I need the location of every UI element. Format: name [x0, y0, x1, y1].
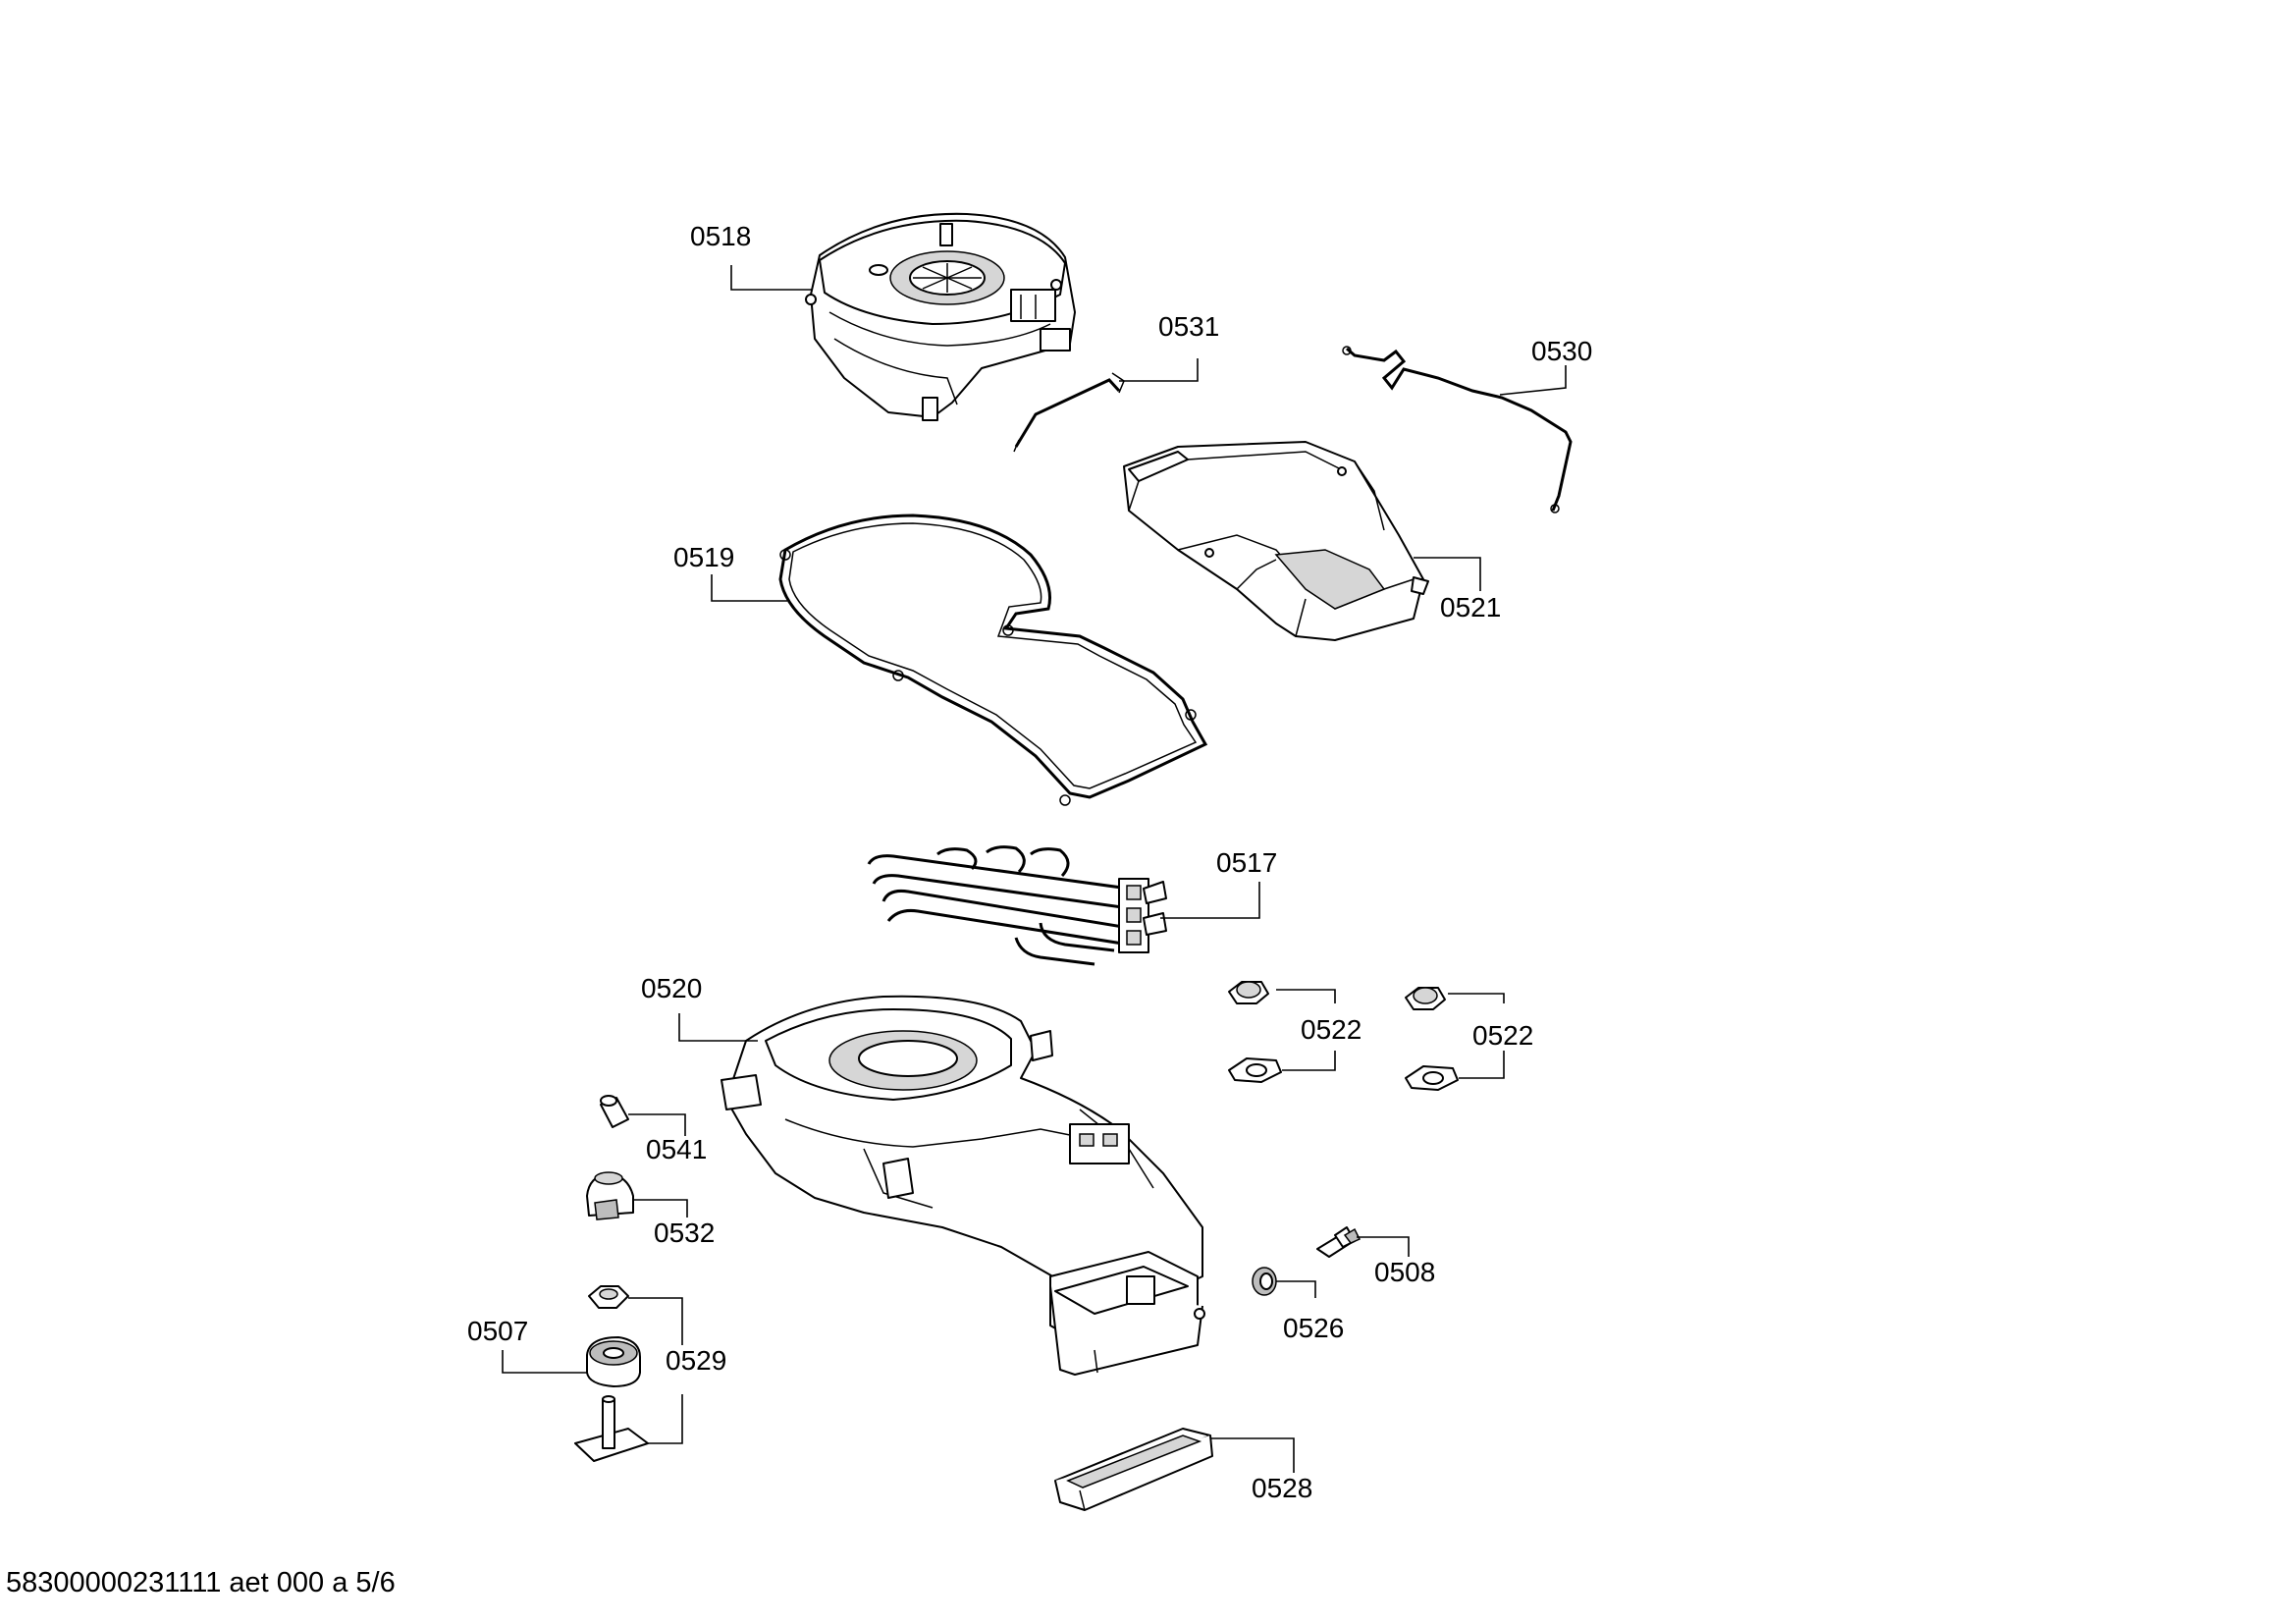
label-0528: 0528 — [1252, 1473, 1312, 1503]
part-0526-grommet — [1252, 1267, 1277, 1296]
label-0507: 0507 — [467, 1316, 528, 1346]
label-0521: 0521 — [1440, 592, 1501, 623]
leader-lines — [502, 265, 1567, 1473]
part-0519-gasket — [778, 514, 1208, 806]
part-0507-bearing — [586, 1336, 641, 1387]
part-0541-sleeve — [600, 1095, 629, 1128]
part-0529-fastener-set — [574, 1285, 649, 1462]
part-0522-thermostat-left — [1228, 981, 1282, 1083]
label-0508: 0508 — [1374, 1257, 1435, 1287]
label-0530: 0530 — [1531, 336, 1592, 366]
label-0531: 0531 — [1158, 311, 1219, 342]
part-0518-fan-housing — [805, 212, 1076, 421]
part-0531-wire-bracket — [1013, 372, 1125, 453]
label-0526: 0526 — [1283, 1313, 1344, 1343]
part-0530-wire — [1342, 346, 1573, 514]
label-0532: 0532 — [654, 1218, 715, 1248]
document-footer-code: 58300000231111 aet 000 a 5/6 — [6, 1567, 396, 1598]
label-0518: 0518 — [690, 221, 751, 251]
label-0529: 0529 — [666, 1345, 726, 1376]
part-0532-cap — [586, 1171, 634, 1220]
label-0517: 0517 — [1216, 847, 1277, 878]
part-0508-sensor — [1316, 1226, 1362, 1258]
label-0541: 0541 — [646, 1134, 707, 1164]
label-0522-left: 0522 — [1301, 1014, 1362, 1045]
label-0522-right: 0522 — [1472, 1020, 1533, 1051]
part-labels: 0518 0531 0530 0519 0521 0517 0520 0522 … — [467, 221, 1592, 1503]
part-0521-air-duct — [1123, 441, 1429, 641]
part-0520-base-housing — [721, 995, 1205, 1376]
part-0522-thermostat-right — [1405, 987, 1459, 1091]
label-0519: 0519 — [673, 542, 734, 572]
part-0528-filter-frame — [1054, 1428, 1213, 1511]
label-0520: 0520 — [641, 973, 702, 1003]
part-0517-heating-element — [867, 845, 1167, 966]
